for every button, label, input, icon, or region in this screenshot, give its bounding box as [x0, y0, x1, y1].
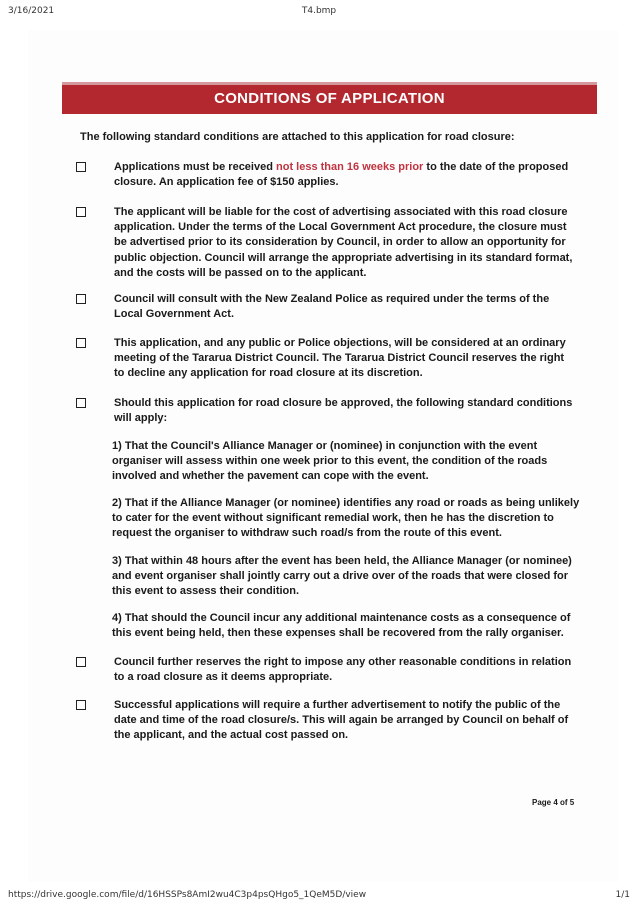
condition-text: Council further reserves the right to im… — [114, 656, 572, 684]
print-date: 3/16/2021 — [8, 6, 55, 16]
sub-condition: 2) That if the Alliance Manager (or nomi… — [112, 497, 580, 540]
checkbox[interactable] — [76, 294, 86, 304]
conditions-banner: CONDITIONS OF APPLICATION — [62, 82, 597, 114]
banner-title: CONDITIONS OF APPLICATION — [214, 90, 445, 107]
checkbox[interactable] — [76, 700, 86, 710]
condition-text: The applicant will be liable for the cos… — [114, 206, 573, 279]
checkbox[interactable] — [76, 338, 86, 348]
sub-condition: 4) That should the Council incur any add… — [112, 612, 571, 640]
condition-text: Successful applications will require a f… — [114, 699, 569, 742]
sub-condition: 3) That within 48 hours after the event … — [112, 555, 572, 598]
page-number: Page 4 of 5 — [532, 798, 575, 807]
checkbox[interactable] — [76, 657, 86, 667]
checkbox[interactable] — [76, 207, 86, 217]
highlighted-deadline: not less than 16 weeks prior — [276, 161, 424, 173]
checkbox[interactable] — [76, 162, 86, 172]
condition-text: Should this application for road closure… — [114, 397, 573, 425]
checkbox[interactable] — [76, 398, 86, 408]
sub-condition: 1) That the Council's Alliance Manager o… — [112, 440, 548, 483]
print-header: 3/16/2021 T4.bmp — [0, 6, 638, 20]
intro-text: The following standard conditions are at… — [80, 131, 515, 143]
condition-text: Council will consult with the New Zealan… — [114, 293, 550, 321]
print-page-count: 1/1 — [615, 890, 630, 900]
print-file-name: T4.bmp — [301, 6, 337, 16]
condition-text: This application, and any public or Poli… — [114, 337, 566, 380]
condition-text: Applications must be received not less t… — [114, 161, 569, 189]
print-url: https://drive.google.com/file/d/16HSSPs8… — [8, 890, 367, 900]
print-footer: https://drive.google.com/file/d/16HSSPs8… — [0, 890, 638, 904]
scanned-page — [28, 30, 618, 882]
